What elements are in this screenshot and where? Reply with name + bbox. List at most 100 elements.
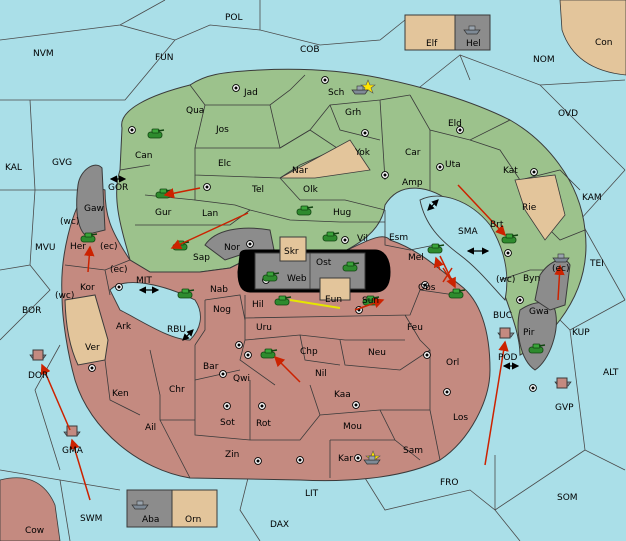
label-uru: Uru xyxy=(256,323,272,333)
label-feu: Feu xyxy=(407,323,423,333)
label-orn: Orn xyxy=(185,515,201,525)
label-gwa: Gwa xyxy=(529,307,549,317)
label-ver: Ver xyxy=(85,343,100,353)
label-uta: Uta xyxy=(445,160,461,170)
label-pol: POL xyxy=(225,13,243,23)
region-rie[interactable] xyxy=(514,174,566,241)
red-labels: Hel Her Kor Nab Ark Nog Hil Sun Obs Uru … xyxy=(28,39,518,525)
label-fro: FRO xyxy=(440,478,459,488)
label-esm: Esm xyxy=(389,233,408,243)
coast-label-byn-ec: (ec) xyxy=(552,264,570,274)
label-gvg: GVG xyxy=(52,158,72,168)
label-eun: Eun xyxy=(325,295,342,305)
label-cow: Cow xyxy=(25,526,44,536)
label-lit: LIT xyxy=(305,489,319,499)
label-gor: GOR xyxy=(108,183,128,193)
label-her: Her xyxy=(70,242,86,252)
label-jad: Jad xyxy=(243,88,258,98)
sea-labels: POL NVM FUN COB NOM Con OVD KAL GVG GOR … xyxy=(5,13,619,536)
label-hug: Hug xyxy=(333,208,351,218)
green-territory[interactable] xyxy=(116,68,587,356)
label-zin: Zin xyxy=(225,450,239,460)
label-aba: Aba xyxy=(142,515,159,525)
green-labels: Jad Sch Qua Grh Jos Eld Can Yok Car Elc … xyxy=(135,88,540,284)
label-neu: Neu xyxy=(368,348,386,358)
label-som: SOM xyxy=(557,493,578,503)
grey-labels: Gaw Nor Skr Ost Web Gwa Pir xyxy=(84,204,549,338)
label-skr: Skr xyxy=(284,247,299,257)
label-sma: SMA xyxy=(458,227,478,237)
label-lan: Lan xyxy=(202,209,218,219)
label-ost: Ost xyxy=(316,258,332,268)
label-rot: Rot xyxy=(256,419,271,429)
label-mel: Mel xyxy=(408,253,424,263)
coast-label-her-wc: (wc) xyxy=(60,217,79,227)
label-bar: Bar xyxy=(203,362,219,372)
label-sot: Sot xyxy=(220,418,235,428)
coast-labels: (wc) (ec) (ec) (wc) (wc) (ec) xyxy=(55,217,570,301)
label-kat: Kat xyxy=(503,166,518,176)
move-orders xyxy=(40,184,565,501)
label-nor: Nor xyxy=(224,243,240,253)
label-tei: TEI xyxy=(589,259,604,269)
label-gvp: GVP xyxy=(555,403,574,413)
coast-label-byn-wc: (wc) xyxy=(496,275,515,285)
label-kam: KAM xyxy=(582,193,602,203)
label-mou: Mou xyxy=(343,422,362,432)
label-gur: Gur xyxy=(155,208,172,218)
region-ver[interactable] xyxy=(64,294,109,366)
label-cob: COB xyxy=(300,45,320,55)
label-swm: SWM xyxy=(80,514,102,524)
label-kaa: Kaa xyxy=(334,390,351,400)
region-orn[interactable] xyxy=(171,489,218,528)
label-jos: Jos xyxy=(215,125,229,135)
label-car: Car xyxy=(405,148,421,158)
coast-label-kor-wc: (wc) xyxy=(55,291,74,301)
label-orl: Orl xyxy=(446,358,459,368)
label-kup: KUP xyxy=(572,328,590,338)
region-skr[interactable] xyxy=(279,236,307,262)
region-cow[interactable] xyxy=(0,477,61,541)
label-grh: Grh xyxy=(345,108,361,118)
label-hil: Hil xyxy=(252,300,264,310)
label-sam: Sam xyxy=(403,446,423,456)
neutral-labels: Elf Ver Orn Eun xyxy=(85,39,438,525)
double-arrow-icon xyxy=(109,175,520,370)
label-nar: Nar xyxy=(292,166,308,176)
label-fun: FUN xyxy=(155,53,174,63)
label-vil: Vil xyxy=(357,234,368,244)
region-nar[interactable] xyxy=(279,139,371,179)
label-nog: Nog xyxy=(213,305,231,315)
label-rbu: RBU xyxy=(167,325,186,335)
label-nil: Nil xyxy=(315,369,327,379)
label-chr: Chr xyxy=(169,385,185,395)
label-kor: Kor xyxy=(80,283,95,293)
label-gaw: Gaw xyxy=(84,204,104,214)
label-mvu: MVU xyxy=(35,243,56,253)
region-gaw[interactable] xyxy=(76,164,106,236)
label-gma: GMA xyxy=(62,446,84,456)
label-dax: DAX xyxy=(270,520,289,530)
support-order xyxy=(289,299,341,309)
label-mit: MIT xyxy=(136,276,152,286)
label-nom: NOM xyxy=(533,55,555,65)
label-los: Los xyxy=(453,413,468,423)
label-elc: Elc xyxy=(218,159,231,169)
label-yok: Yok xyxy=(354,148,371,158)
label-eld: Eld xyxy=(448,119,462,129)
region-eun[interactable] xyxy=(319,277,351,301)
label-pir: Pir xyxy=(523,328,535,338)
label-kal: KAL xyxy=(5,163,22,173)
label-ken: Ken xyxy=(112,389,129,399)
label-rie: Rie xyxy=(522,203,537,213)
label-brt: Brt xyxy=(490,220,504,230)
label-sap: Sap xyxy=(193,253,210,263)
label-dor: DOR xyxy=(28,371,48,381)
label-can: Can xyxy=(135,151,153,161)
label-alt: ALT xyxy=(603,368,619,378)
coast-label-kor-ec: (ec) xyxy=(110,265,128,275)
label-ovd: OVD xyxy=(558,109,578,119)
label-sun: Sun xyxy=(362,296,379,306)
label-qua: Qua xyxy=(186,106,204,116)
